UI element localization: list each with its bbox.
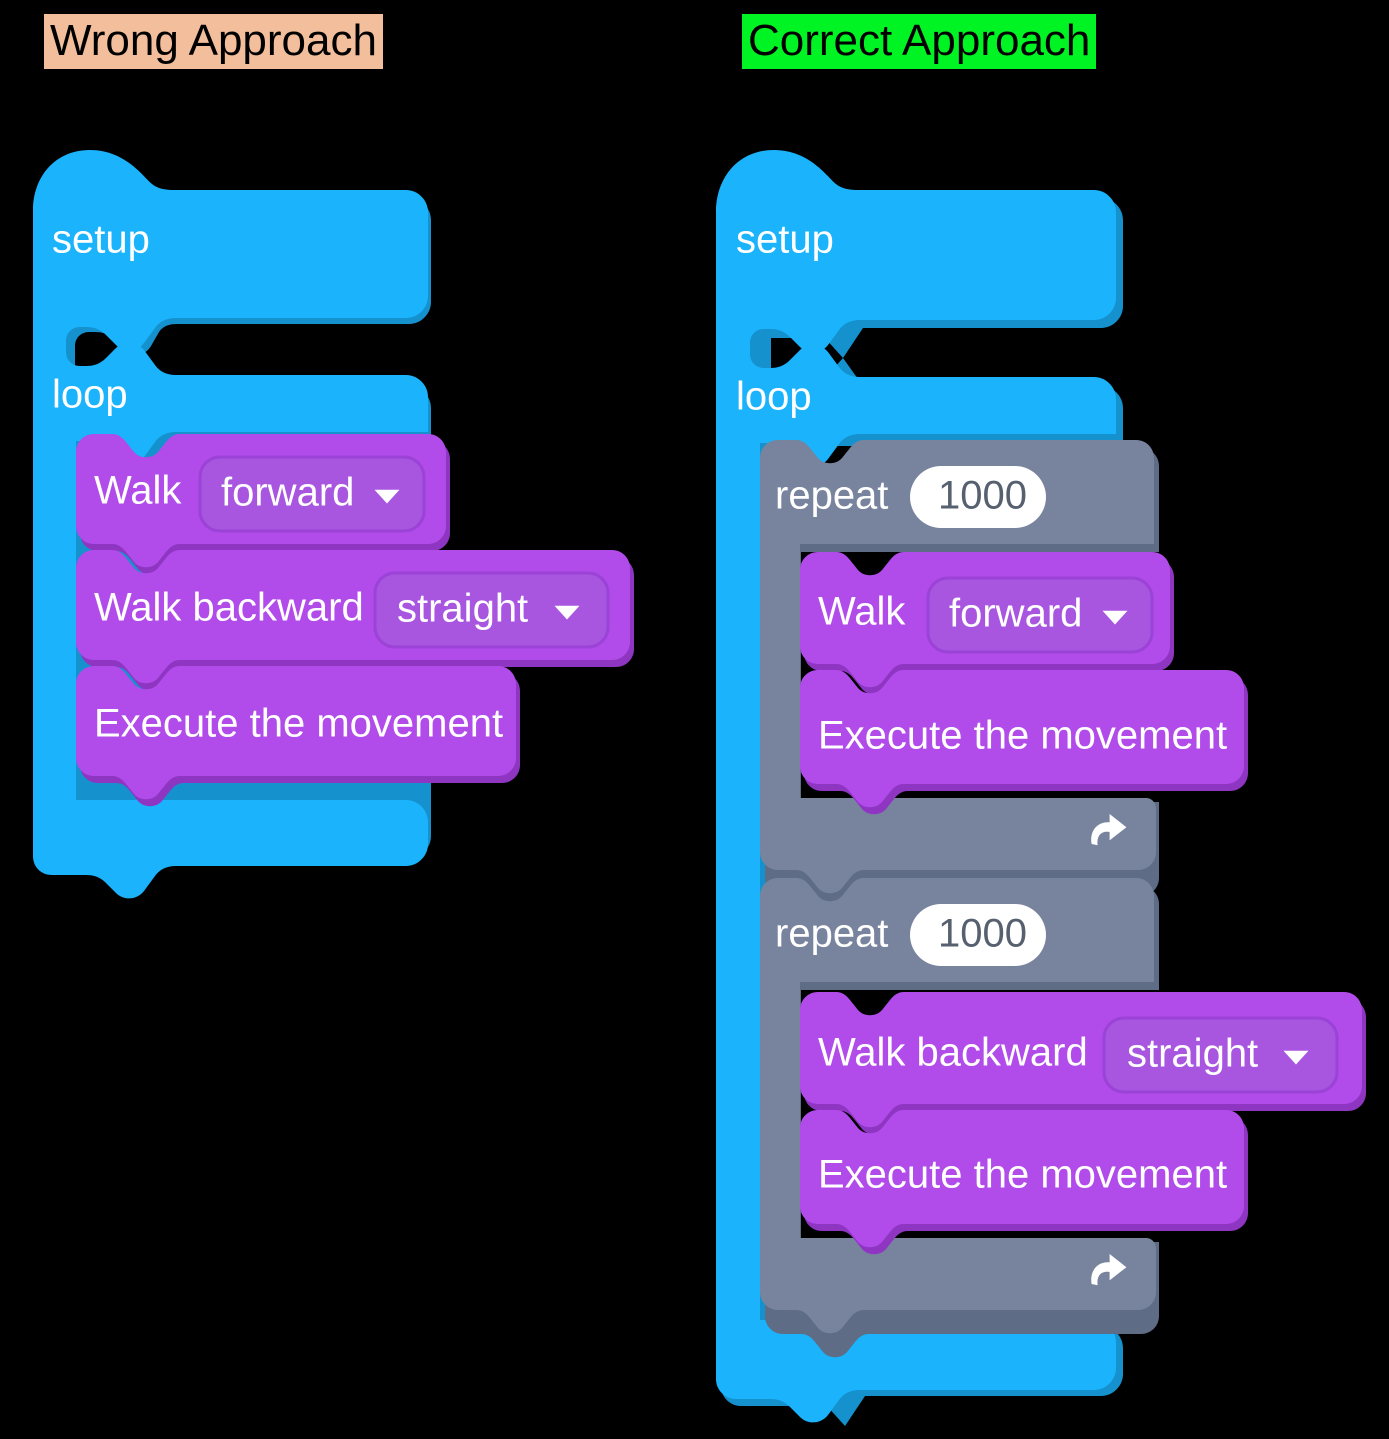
walk-backward-label: Walk backward [94, 586, 364, 630]
walk-forward-dropdown-value: forward [221, 471, 354, 515]
loop-bottom-bar-correct[interactable] [716, 1320, 1116, 1423]
walk-forward-block-correct[interactable]: Walk forward [800, 552, 1174, 695]
execute-movement-label-2: Execute the movement [818, 1153, 1227, 1197]
repeat-block-2-footer[interactable] [760, 1238, 1156, 1334]
repeat-block-2-count-input[interactable] [910, 904, 1046, 966]
loop-block-label-correct: loop [736, 375, 812, 419]
execute-movement-block-wrong[interactable]: Execute the movement [76, 666, 520, 807]
repeat-block-2-spine [760, 974, 800, 1244]
setup-block-label: setup [52, 218, 150, 262]
walk-backward-block-wrong[interactable]: Walk backward straight [76, 550, 634, 691]
repeat-block-1-footer[interactable] [760, 798, 1156, 894]
repeat-block-2-count-value: 1000 [938, 912, 1027, 956]
repeat-block-1-count-input[interactable] [910, 466, 1046, 528]
loop-left-spine-correct [716, 377, 760, 1320]
walk-backward-label-correct: Walk backward [818, 1031, 1088, 1075]
repeat-block-2[interactable]: repeat 1000 [760, 878, 1159, 1358]
setup-hat-block-wrong[interactable] [33, 150, 428, 465]
execute-movement-block-correct-2[interactable]: Execute the movement [800, 1110, 1248, 1255]
wrong-approach-label: Wrong Approach [44, 14, 383, 70]
execute-movement-body-1[interactable] [800, 670, 1244, 808]
repeat-block-1-label: repeat [775, 474, 888, 518]
walk-forward-label-correct: Walk [818, 590, 906, 634]
repeat-block-1-count-value: 1000 [938, 474, 1027, 518]
walk-forward-dropdown-correct[interactable] [926, 576, 1154, 654]
loop-spine-top-wrong [33, 375, 76, 441]
walk-forward-label: Walk [94, 469, 182, 513]
walk-backward-dropdown-value: straight [397, 587, 528, 631]
setup-hat-block-correct[interactable] [716, 150, 1116, 467]
execute-movement-block-correct-1[interactable]: Execute the movement [800, 670, 1248, 815]
setup-block-label-correct: setup [736, 218, 834, 262]
execute-movement-body-2[interactable] [800, 1110, 1244, 1248]
execute-movement-label-1: Execute the movement [818, 714, 1227, 758]
walk-backward-dropdown-correct[interactable] [1102, 1016, 1339, 1094]
walk-forward-block-wrong[interactable]: Walk forward [76, 434, 450, 575]
walk-backward-block-correct[interactable]: Walk backward straight [800, 992, 1366, 1135]
correct-approach-label: Correct Approach [742, 14, 1097, 70]
wrong-approach-stack: setup loop Walk forward Walk backward st… [33, 150, 634, 899]
loop-left-spine-wrong [33, 430, 76, 800]
walk-backward-dropdown-value-correct: straight [1127, 1032, 1258, 1076]
loop-bottom-bar-wrong[interactable] [33, 800, 428, 899]
repeat-block-2-label: repeat [775, 912, 888, 956]
walk-forward-dropdown[interactable] [198, 455, 426, 533]
execute-movement-body[interactable] [76, 666, 516, 800]
repeat-block-1-spine [760, 535, 800, 805]
walk-backward-dropdown[interactable] [373, 571, 610, 649]
loop-block-label: loop [52, 373, 128, 417]
correct-approach-stack: setup loop repeat 1000 Walk [716, 150, 1366, 1426]
walk-forward-dropdown-value-correct: forward [949, 592, 1082, 636]
execute-movement-label: Execute the movement [94, 702, 503, 746]
repeat-block-1[interactable]: repeat 1000 [760, 440, 1159, 920]
